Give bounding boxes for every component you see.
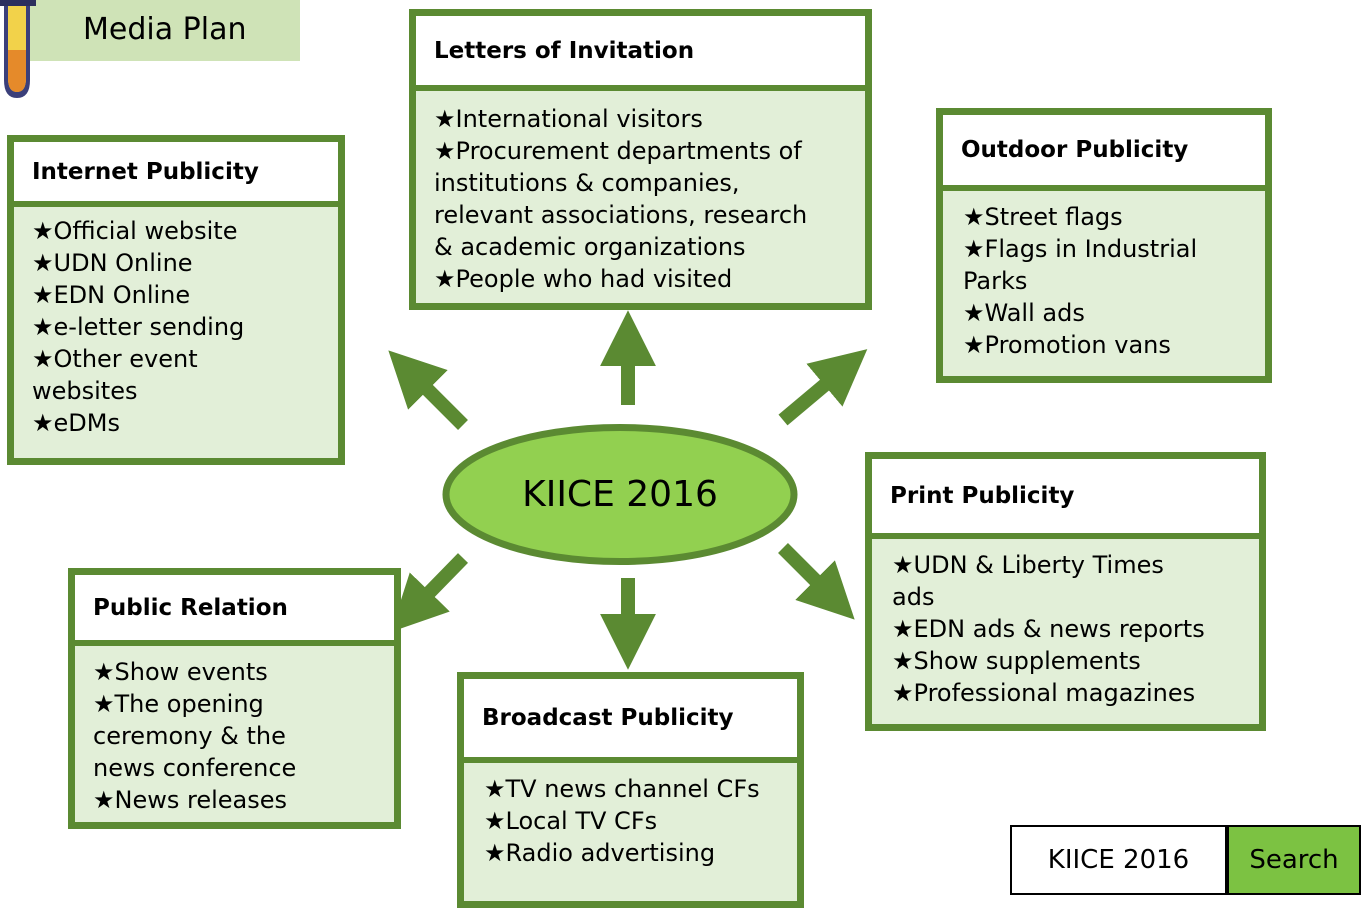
- center-node: [442, 424, 798, 565]
- card-body: ★UDN & Liberty Times ads ★EDN ads & news…: [872, 539, 1259, 724]
- card-body: ★Show events ★The opening ceremony & the…: [75, 646, 394, 822]
- card-title: Print Publicity: [872, 459, 1259, 539]
- card-title: Public Relation: [75, 575, 394, 646]
- card-body: ★International visitors ★Procurement dep…: [416, 91, 865, 303]
- arrow-up-left: [388, 350, 468, 430]
- card-print: Print Publicity ★UDN & Liberty Times ads…: [865, 452, 1266, 731]
- search-input[interactable]: KIICE 2016: [1010, 825, 1227, 895]
- card-body: ★Official website ★UDN Online ★EDN Onlin…: [14, 207, 338, 458]
- card-letters: Letters of Invitation ★International vis…: [409, 9, 872, 310]
- arrow-down-right: [778, 543, 855, 620]
- page-title: Media Plan: [83, 12, 247, 47]
- card-outdoor: Outdoor Publicity ★Street flags ★Flags i…: [936, 108, 1272, 383]
- search-button[interactable]: Search: [1227, 825, 1361, 895]
- card-broadcast: Broadcast Publicity ★TV news channel CFs…: [457, 672, 804, 908]
- title-banner: Media Plan: [20, 0, 300, 61]
- arrow-up-right: [778, 349, 868, 426]
- card-title: Outdoor Publicity: [943, 115, 1265, 191]
- card-title: Letters of Invitation: [416, 16, 865, 91]
- card-body: ★Street flags ★Flags in Industrial Parks…: [943, 191, 1265, 376]
- arrow-down-left: [390, 553, 469, 633]
- center-label: KIICE 2016: [522, 474, 718, 515]
- card-body: ★TV news channel CFs ★Local TV CFs ★Radi…: [464, 763, 797, 901]
- card-public-relation: Public Relation ★Show events ★The openin…: [68, 568, 401, 829]
- card-title: Internet Publicity: [14, 142, 338, 207]
- beaker-icon: [0, 0, 36, 98]
- card-title: Broadcast Publicity: [464, 679, 797, 763]
- card-internet: Internet Publicity ★Official website ★UD…: [7, 135, 345, 465]
